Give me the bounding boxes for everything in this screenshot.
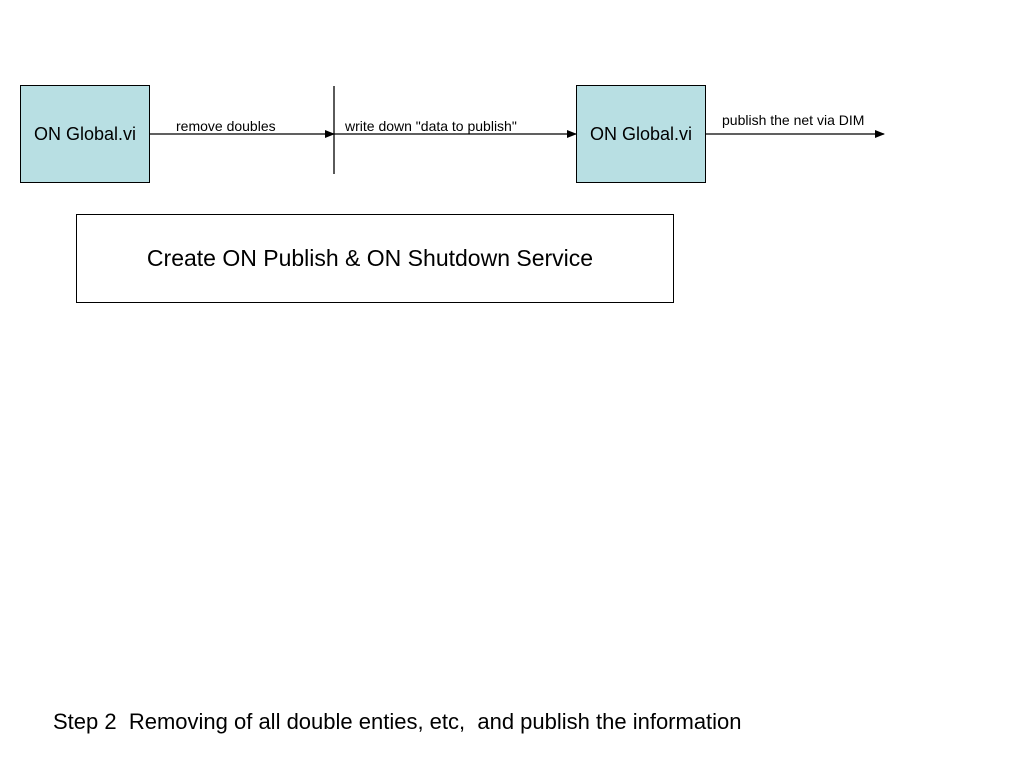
node-label: ON Global.vi [33,123,137,144]
step-caption: Step 2 Removing of all double enties, et… [53,709,742,734]
service-box-label: Create ON Publish & ON Shutdown Service [146,245,594,271]
edge-label-remove-doubles: remove doubles [176,118,276,134]
service-box: Create ON Publish & ON Shutdown Service [76,214,674,303]
edge-label-write-down: write down "data to publish" [345,118,517,134]
node-on-global-vi-target: ON Global.vi [576,85,706,183]
node-label: ON Global.vi [589,123,693,144]
node-on-global-vi-source: ON Global.vi [20,85,150,183]
edge-label-publish: publish the net via DIM [722,112,865,128]
